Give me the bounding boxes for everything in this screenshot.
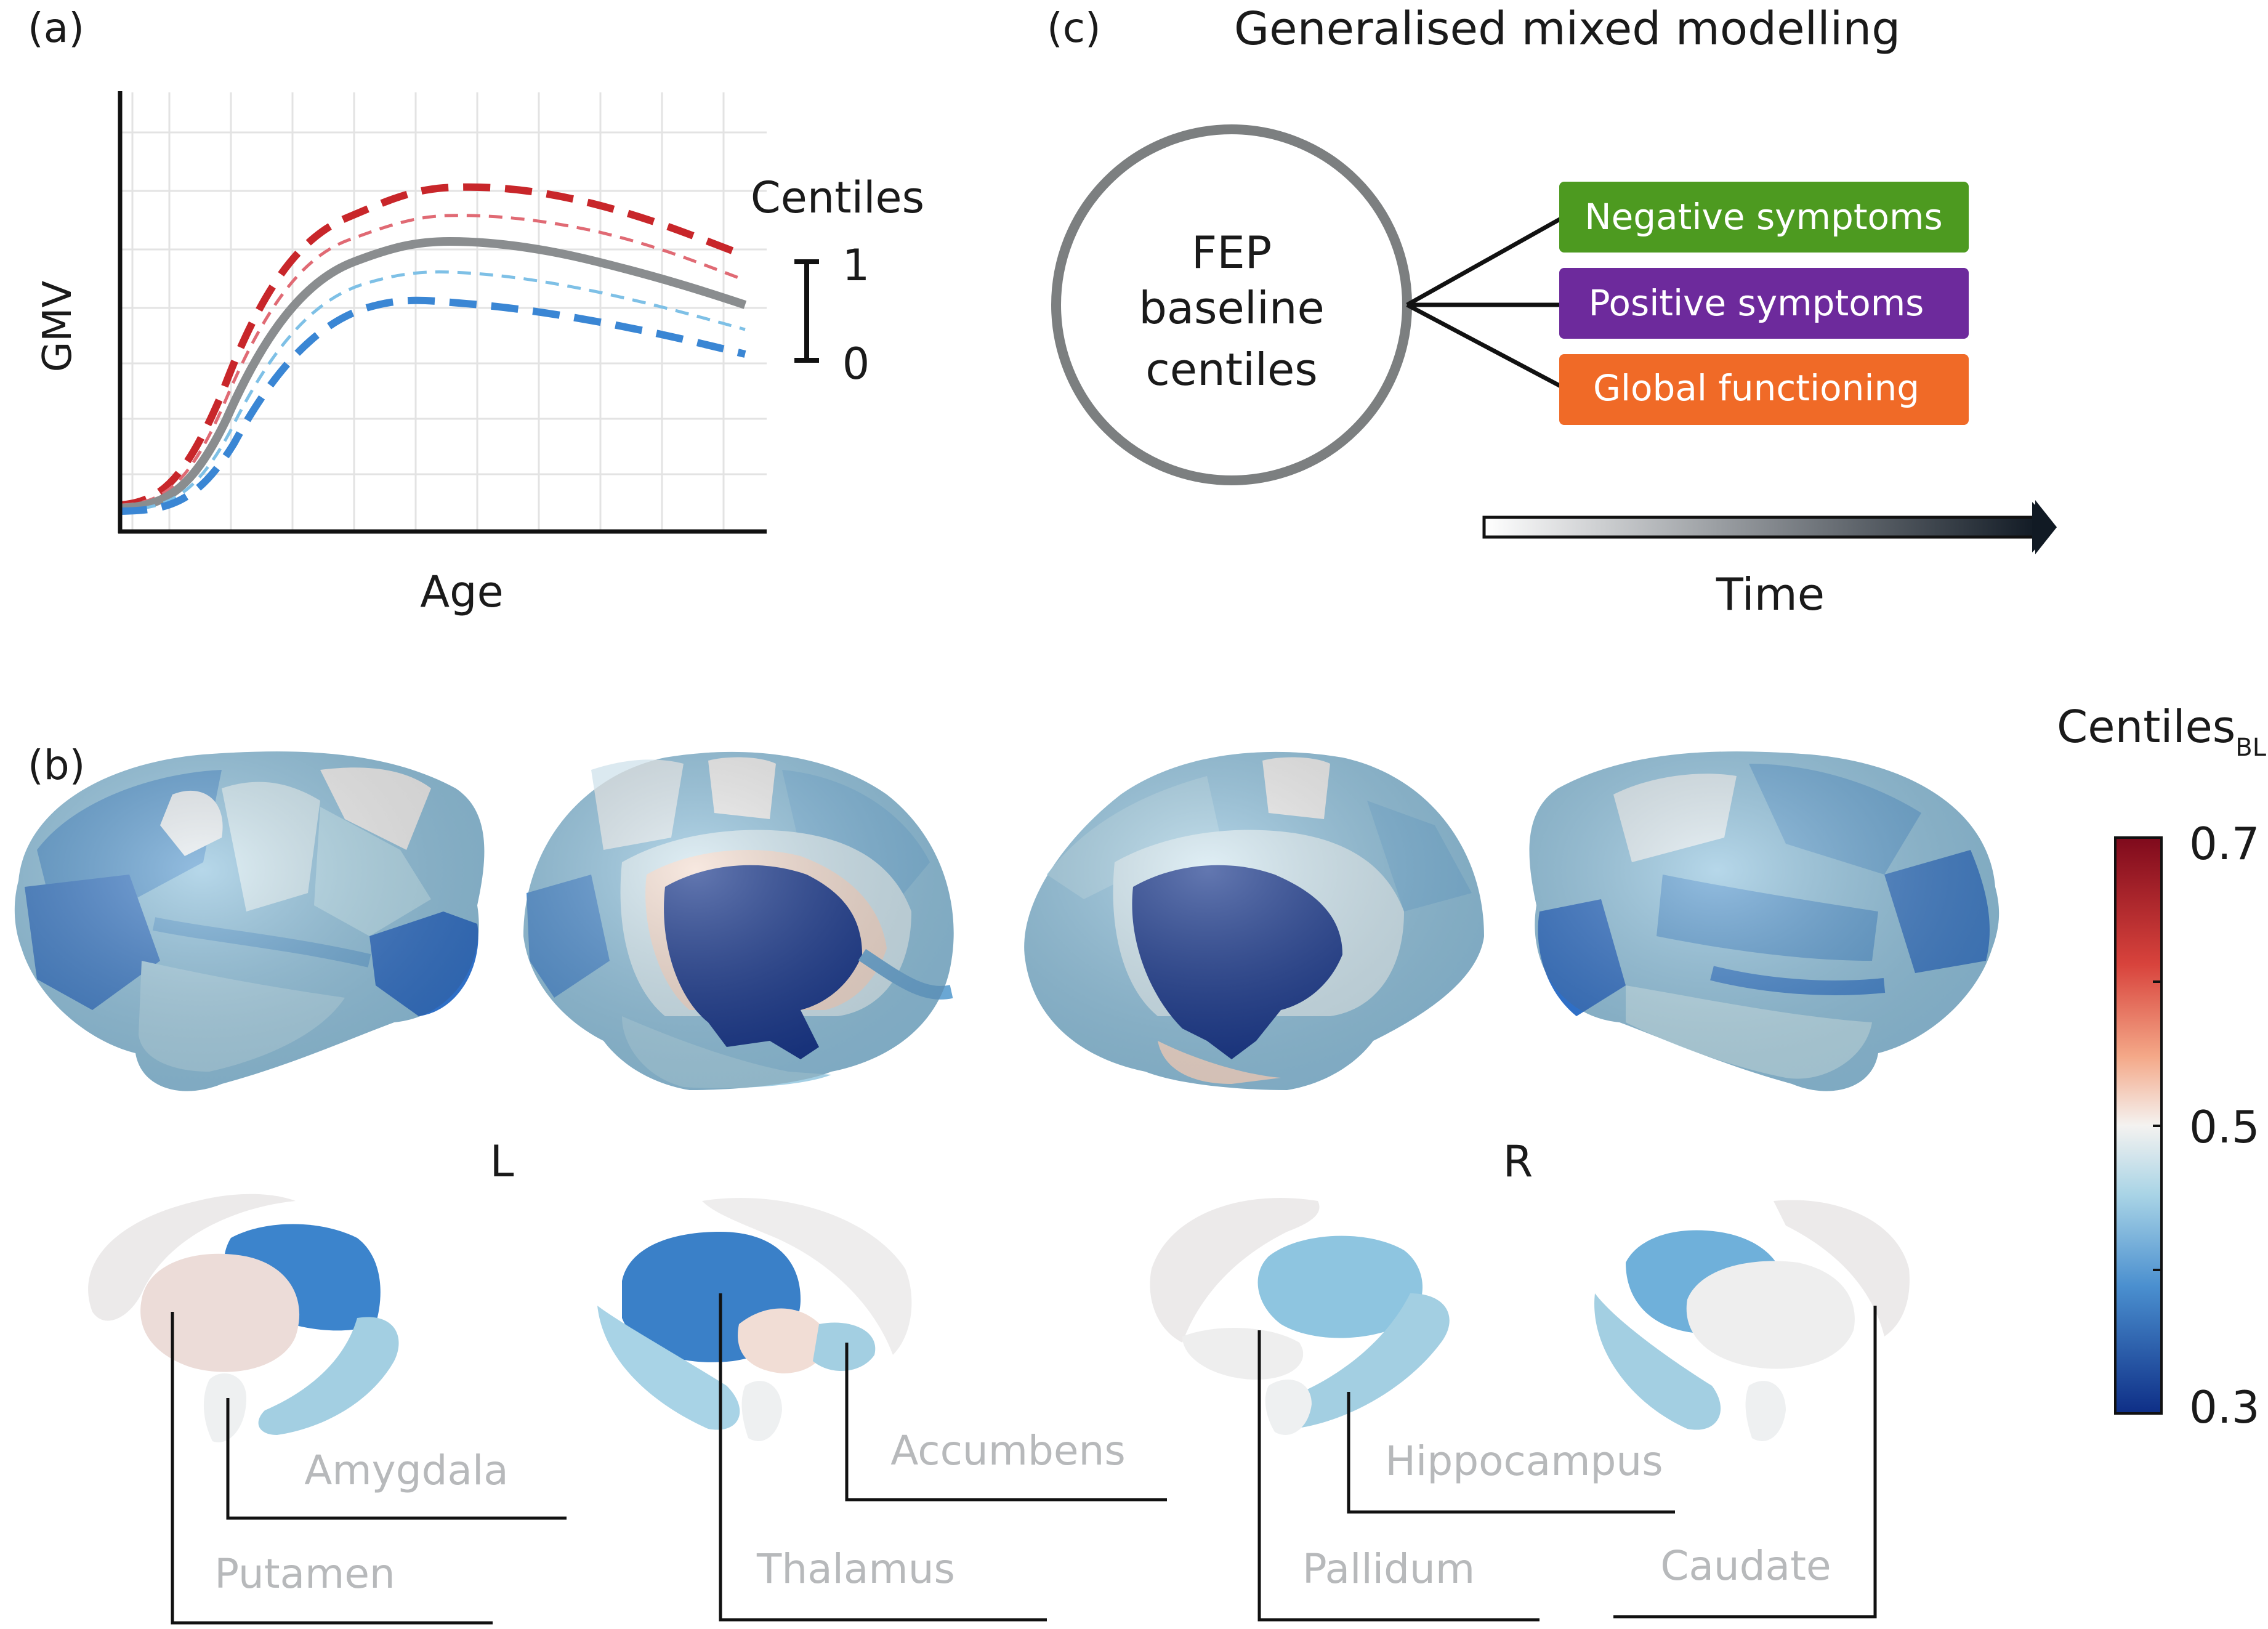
colorbar-title-sub: BL [2235,734,2266,762]
centile-median [119,236,747,512]
x-axis-label: Age [420,567,503,617]
colorbar: CentilesBL 0.7 0.5 0.3 [2057,701,2267,1433]
label-thalamus: Thalamus [756,1545,955,1593]
brain-right-medial [1024,751,1484,1090]
time-arrow [1482,500,2057,554]
label-pallidum: Pallidum [1302,1545,1475,1593]
label-amygdala: Amygdala [304,1447,509,1494]
subcortical-view-2 [597,1197,912,1441]
accumbens-leader [845,1343,1167,1502]
centile-lower-thin [119,270,746,512]
label-caudate: Caudate [1660,1542,1831,1590]
centile-upper-thin [119,214,746,507]
outcome-global-functioning: Global functioning [1559,354,1969,425]
y-axis-label: GMV [35,280,81,372]
subcortical-view-4 [1594,1200,1910,1441]
colorbar-tick-high: 0.7 [2189,818,2260,870]
centile-lower-dashed [119,296,746,515]
outcome-connectors [1406,214,1565,390]
centile-legend-bottom: 0 [842,339,870,389]
brain-left-medial [523,751,954,1090]
colorbar-tick-low: 0.3 [2189,1381,2260,1433]
colorbar-title-main: Centiles [2057,701,2235,753]
outcome-label: Negative symptoms [1584,196,1943,238]
leader-lines [171,1293,1877,1625]
circle-line-2: baseline [1139,282,1325,334]
colorbar-tick-marks [2153,836,2161,1415]
putamen-leader [171,1312,493,1625]
pallidum-leader [1257,1330,1540,1622]
label-putamen: Putamen [214,1550,395,1598]
subcortical-view-1 [88,1194,399,1442]
right-hemisphere-label: R [1503,1136,1533,1187]
subcortical-view-3 [1150,1197,1450,1435]
label-hippocampus: Hippocampus [1385,1437,1663,1485]
thalamus-leader [719,1293,1047,1622]
circle-line-1: FEP [1192,227,1272,278]
panel-c: (c) Generalised mixed modelling FEP base… [1047,2,2057,620]
colorbar-title: CentilesBL [2057,701,2267,762]
circle-line-3: centiles [1145,344,1318,395]
panel-b-label: (b) [28,742,85,789]
panel-c-label: (c) [1047,4,1101,52]
growth-chart-grid [120,92,767,530]
left-hemisphere-label: L [490,1136,514,1187]
panel-b: (b) [14,701,2267,1625]
panel-a: (a) GMV Age Centiles 1 0 [28,4,924,617]
panel-a-label: (a) [28,4,84,52]
label-accumbens: Accumbens [890,1427,1125,1474]
time-label: Time [1716,568,1825,620]
subcortical-labels: Amygdala Putamen Accumbens Thalamus Hipp… [214,1427,1831,1598]
panel-c-title: Generalised mixed modelling [1234,2,1900,55]
hippocampus-leader [1347,1392,1675,1514]
outcome-label: Global functioning [1593,367,1919,409]
centile-range-bracket [794,259,819,363]
colorbar-tick-mid: 0.5 [2189,1101,2260,1153]
outcome-positive-symptoms: Positive symptoms [1559,268,1969,339]
caudate-leader [1613,1306,1877,1619]
brain-left-lateral [14,751,485,1091]
outcome-negative-symptoms: Negative symptoms [1559,182,1969,253]
brain-right-lateral [1529,751,2000,1091]
centile-legend-title: Centiles [751,172,924,223]
amygdala-leader [226,1398,567,1520]
centile-legend-top: 1 [842,240,870,291]
outcome-label: Positive symptoms [1589,282,1924,324]
